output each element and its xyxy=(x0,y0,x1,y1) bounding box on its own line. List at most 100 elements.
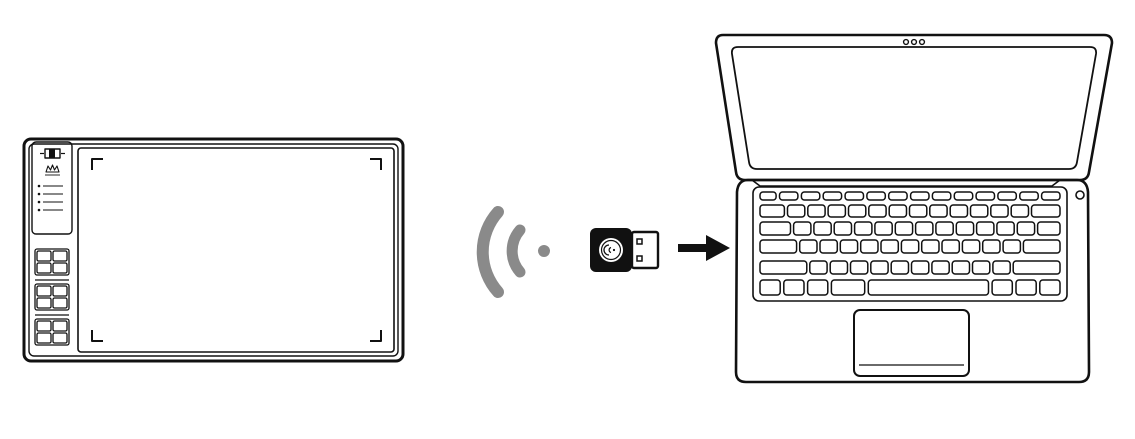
keyboard-key xyxy=(778,191,799,201)
signal-arc-outer xyxy=(476,206,504,298)
keyboard-key xyxy=(955,221,975,236)
keyboard-key xyxy=(953,191,974,201)
laptop-screen xyxy=(730,46,1098,170)
keyboard-key xyxy=(813,221,832,236)
keyboard-key xyxy=(853,221,873,236)
tablet-outer-edge xyxy=(22,137,405,363)
keyboard-key xyxy=(847,204,867,218)
indicator-light-3 xyxy=(37,200,63,204)
keyboard-key xyxy=(931,260,950,275)
keyboard-key xyxy=(969,204,989,218)
laptop-power-button-icon xyxy=(1075,190,1085,200)
indicator-light-2 xyxy=(37,192,63,196)
keyboard-key xyxy=(800,191,821,201)
connection-arrow xyxy=(678,235,730,261)
keyboard-key xyxy=(759,191,777,201)
keyboard-key xyxy=(833,221,853,236)
keyboard-key xyxy=(1022,239,1061,254)
keyboard-key xyxy=(975,191,996,201)
keyboard-keys xyxy=(759,191,1061,296)
keyboard-key xyxy=(909,191,930,201)
keyboard-key xyxy=(759,204,786,218)
wireless-signal-icon xyxy=(476,206,550,298)
keyboard-key xyxy=(887,191,908,201)
keyboard-key xyxy=(844,191,865,201)
keyboard-key xyxy=(819,239,839,254)
laptop-base xyxy=(734,178,1091,384)
webcam-icon xyxy=(902,38,926,46)
keyboard-key xyxy=(931,191,952,201)
keyboard-key xyxy=(806,279,829,296)
laptop-hinge xyxy=(751,179,1061,187)
keyboard-key xyxy=(996,221,1015,236)
laptop-touchpad xyxy=(853,309,970,377)
signal-arc-inner xyxy=(506,224,526,278)
express-key-group-3 xyxy=(34,318,70,346)
keyboard-key xyxy=(981,239,1001,254)
keyboard-key xyxy=(783,279,805,296)
keyboard-key xyxy=(890,260,910,275)
keyboard-key xyxy=(990,204,1009,218)
keyboard-key xyxy=(759,260,808,275)
keyboard-key xyxy=(759,239,798,254)
keyboard-key xyxy=(874,221,893,236)
keyboard-key xyxy=(786,204,806,218)
power-switch-icon xyxy=(40,148,65,159)
keyboard-key xyxy=(1015,279,1037,296)
keyboard-key xyxy=(827,204,847,218)
signal-dot xyxy=(538,245,550,257)
keyboard-key xyxy=(951,260,971,275)
keyboard-key xyxy=(941,239,961,254)
keyboard-key xyxy=(1040,191,1061,201)
pen-tablet xyxy=(22,137,405,363)
keyboard-key xyxy=(1012,260,1061,275)
brand-logo-icon xyxy=(45,164,60,176)
laptop-lid xyxy=(714,33,1114,182)
keyboard-key xyxy=(866,191,887,201)
usb-receiver xyxy=(590,228,660,272)
receiver-logo-icon xyxy=(599,238,623,262)
keyboard-key xyxy=(992,260,1011,275)
usb-connector xyxy=(630,230,660,270)
tablet-inner-edge xyxy=(28,143,399,357)
keyboard-key xyxy=(867,279,990,296)
keyboard-key xyxy=(792,221,812,236)
indicator-light-1 xyxy=(37,184,63,188)
keyboard-key xyxy=(880,239,900,254)
keyboard-key xyxy=(910,260,930,275)
keyboard-key xyxy=(991,279,1014,296)
keyboard-key xyxy=(929,204,948,218)
keyboard-key xyxy=(1039,279,1061,296)
tablet-active-area xyxy=(77,147,395,353)
keyboard-key xyxy=(859,239,879,254)
keyboard-key xyxy=(870,260,889,275)
keyboard-key xyxy=(1002,239,1022,254)
keyboard-key xyxy=(822,191,843,201)
keyboard-key xyxy=(900,239,920,254)
express-key-group-1 xyxy=(34,248,70,276)
keyboard-key xyxy=(849,260,869,275)
keyboard-key xyxy=(759,221,792,236)
tablet-side-panel xyxy=(31,141,73,235)
keyboard-key xyxy=(971,260,991,275)
keyboard-key xyxy=(914,221,934,236)
keyboard-key xyxy=(961,239,981,254)
keyboard-key xyxy=(997,191,1018,201)
keyboard-key xyxy=(759,279,781,296)
keyboard-key xyxy=(830,279,866,296)
keyboard-area xyxy=(752,186,1068,302)
keyboard-key xyxy=(829,260,849,275)
laptop xyxy=(714,33,1114,384)
keyboard-key xyxy=(1010,204,1030,218)
keyboard-key xyxy=(1036,221,1061,236)
keyboard-key xyxy=(809,260,828,275)
keyboard-key xyxy=(868,204,887,218)
keyboard-key xyxy=(798,239,818,254)
indicator-lights xyxy=(37,184,63,212)
keyboard-key xyxy=(920,239,940,254)
keyboard-key xyxy=(888,204,908,218)
indicator-light-4 xyxy=(37,208,63,212)
keyboard-key xyxy=(894,221,914,236)
keyboard-key xyxy=(949,204,969,218)
